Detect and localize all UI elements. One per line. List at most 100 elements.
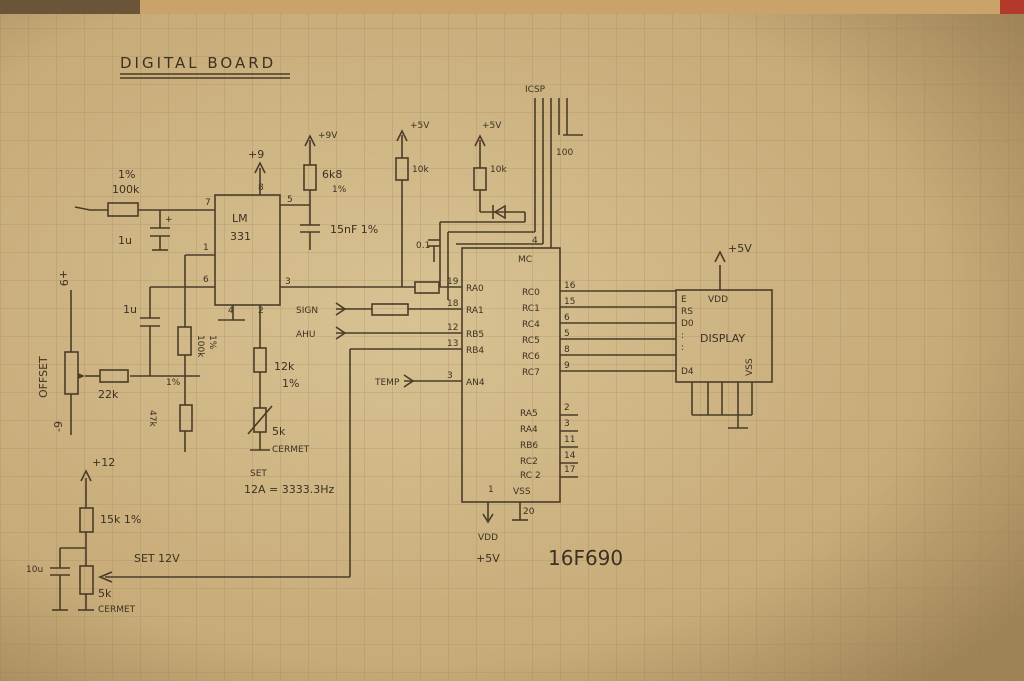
supply-5v-b: +5V [482, 121, 502, 131]
resistor-100k [107, 202, 139, 217]
set-a-label: SET [250, 469, 267, 479]
set-frequency-label: 12A = 3333.3Hz [244, 483, 334, 496]
pic-pin-name: RA1 [466, 306, 484, 316]
r-47k-tol: 1% [166, 378, 181, 388]
r-12k-label: 12k [274, 360, 295, 373]
pic-pin-name: AN4 [466, 378, 485, 388]
lm331-chip [214, 194, 281, 306]
display-vdd-label: VDD [708, 295, 728, 305]
pic-part-number: 16F690 [548, 546, 623, 570]
r-100k-label: 100k [112, 183, 140, 196]
lm-pin1: 1 [203, 243, 209, 253]
resistor-sign [371, 303, 409, 316]
pic-pin-name: RC4 [522, 320, 540, 330]
ahu-input-label: AHU [296, 330, 316, 340]
lm-pin2: 2 [258, 306, 264, 316]
offset-label: OFFSET [37, 356, 50, 398]
resistor-10k-a [395, 157, 409, 181]
c-10u-label: 10u [26, 565, 43, 575]
pot-5k-b-label: 5k [98, 587, 112, 600]
r-6k8-label: 6k8 [322, 168, 342, 181]
c-1u-b: 1u [123, 303, 137, 316]
temp-input-label: TEMP [374, 378, 400, 388]
pic-pin20: 20 [523, 507, 535, 517]
pic-pin-number: 9 [564, 361, 570, 371]
cermet-b-label: CERMET [98, 605, 136, 615]
svg-text:+: + [165, 215, 173, 225]
r-22k-label: 22k [98, 388, 119, 401]
display-pin-label: : [681, 331, 684, 341]
supply-5v-display: +5V [728, 242, 752, 255]
lm-pin6: 6 [203, 275, 209, 285]
pic-pin-number: 13 [447, 339, 458, 349]
plus9-pot: +9 [57, 270, 70, 286]
minus9-pot: -9 [52, 421, 65, 432]
pic-pin-name: RB6 [520, 441, 538, 451]
pic-pin1: 1 [488, 485, 494, 495]
offset-potentiometer[interactable] [64, 351, 79, 395]
set-12v-label: SET 12V [134, 552, 180, 565]
schematic-title: DIGITAL BOARD [120, 54, 276, 72]
r-12k-tol: 1% [282, 377, 299, 390]
pic-pin-number: 3 [447, 371, 453, 381]
set12v-potentiometer[interactable] [79, 565, 94, 595]
lm331-number: 331 [230, 230, 251, 243]
pic-pin-number: 5 [564, 329, 570, 339]
pic-pin-name: RA0 [466, 284, 484, 294]
r-10k-b-label: 10k [490, 165, 507, 175]
lm-pin5: 5 [287, 195, 293, 205]
resistor-6k8 [303, 164, 317, 191]
resistor-47k [179, 404, 193, 432]
pic-pin-number: 12 [447, 323, 458, 333]
pic-pin-name: RC0 [522, 288, 540, 298]
resistor-15k [79, 507, 94, 533]
pic-pin-name: RC5 [522, 336, 540, 346]
lm-pin8: 8 [258, 183, 264, 193]
pic-pin-number: 6 [564, 313, 570, 323]
pic-vdd-label: MC [518, 255, 532, 265]
pic-pin-name: RB5 [466, 330, 484, 340]
c-1u-a: 1u [118, 234, 132, 247]
display-pin-label: D4 [681, 367, 694, 377]
display-pin-label: D0 [681, 319, 694, 329]
r-100k-b-tol: 1% [207, 335, 217, 350]
lm331-name: LM [232, 212, 248, 225]
pic-pin-number: 19 [447, 277, 459, 287]
resistor-12k [253, 347, 267, 373]
lm-pin3: 3 [285, 277, 291, 287]
pic-pin-name: RC7 [522, 368, 540, 378]
pic-pin-name: RC1 [522, 304, 540, 314]
pic-pin-name: RA5 [520, 409, 538, 419]
supply-9v-label: +9V [318, 131, 338, 141]
lm-pin7: 7 [205, 198, 211, 208]
lm-pin4: 4 [228, 306, 234, 316]
pic-vdd-text: VDD [478, 533, 498, 543]
pic-pin-name: RC 2 [520, 471, 541, 481]
pic-pin-number: 16 [564, 281, 576, 291]
pic-pin-number: 2 [564, 403, 570, 413]
pic16f690-chip [461, 247, 561, 503]
pic-pin-name: RC6 [522, 352, 540, 362]
sign-input-label: SIGN [296, 306, 318, 316]
display-name-label: DISPLAY [700, 332, 745, 345]
resistor-10k-b [473, 167, 487, 191]
pic-pin-number: 15 [564, 297, 575, 307]
r-100k-tol: 1% [118, 168, 135, 181]
icsp-label: ICSP [525, 85, 546, 95]
pic-pin-number: 18 [447, 299, 459, 309]
pic-pin-number: 3 [564, 419, 570, 429]
supply-5v-a: +5V [410, 121, 430, 131]
pic-pin-name: RA4 [520, 425, 538, 435]
r-15k-label: 15k 1% [100, 513, 141, 526]
cermet-a-label: CERMET [272, 445, 310, 455]
pic-vss-label: VSS [513, 487, 531, 497]
pic-pin-number: 8 [564, 345, 570, 355]
display-pin-label: RS [681, 307, 693, 317]
supply-12-label: +12 [92, 456, 115, 469]
r-6k8-tol: 1% [332, 185, 347, 195]
r-47k-label: 47k [147, 410, 157, 427]
r-icsp-label: 100 [556, 148, 573, 158]
pot-5k-label: 5k [272, 425, 286, 438]
